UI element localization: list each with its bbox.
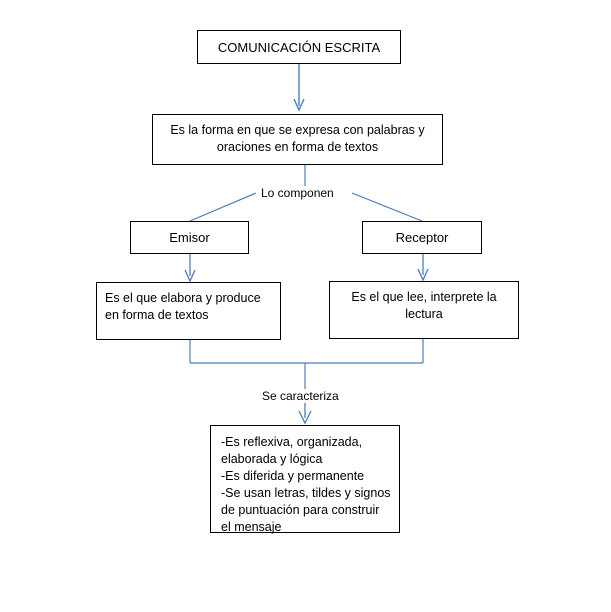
edge-label-lo-componen: Lo componen [258,186,337,200]
edge-label-se-caracteriza: Se caracteriza [259,389,342,403]
node-receptor-description-text: Es el que lee, interprete la lectura [351,290,497,321]
branch-lines-compose [189,192,423,222]
node-emisor-text: Emisor [169,230,210,245]
node-definition-text: Es la forma en que se expresa con palabr… [170,123,425,154]
arrow-characterize-to-box [298,403,312,425]
bracket-descriptions-join [189,339,424,390]
arrow-emisor-to-description [184,254,196,283]
node-comunicacion-escrita: COMUNICACIÓN ESCRITA [197,30,401,64]
node-caracteristicas: -Es reflexiva, organizada, elaborada y l… [210,425,400,534]
node-definicion: Es la forma en que se expresa con palabr… [152,114,443,165]
node-receptor-text: Receptor [395,230,449,245]
arrow-title-to-definition [293,64,305,112]
node-caracteristicas-text: -Es reflexiva, organizada, elaborada y l… [221,435,391,534]
node-emisor-description: Es el que elabora y produce en forma de … [96,282,281,340]
node-emisor: Emisor [130,221,249,254]
node-title-text: COMUNICACIÓN ESCRITA [217,39,381,55]
node-emisor-description-text: Es el que elabora y produce en forma de … [105,291,261,322]
arrow-receptor-to-description [417,254,429,282]
node-receptor-description: Es el que lee, interprete la lectura [329,281,519,339]
node-receptor: Receptor [362,221,482,254]
